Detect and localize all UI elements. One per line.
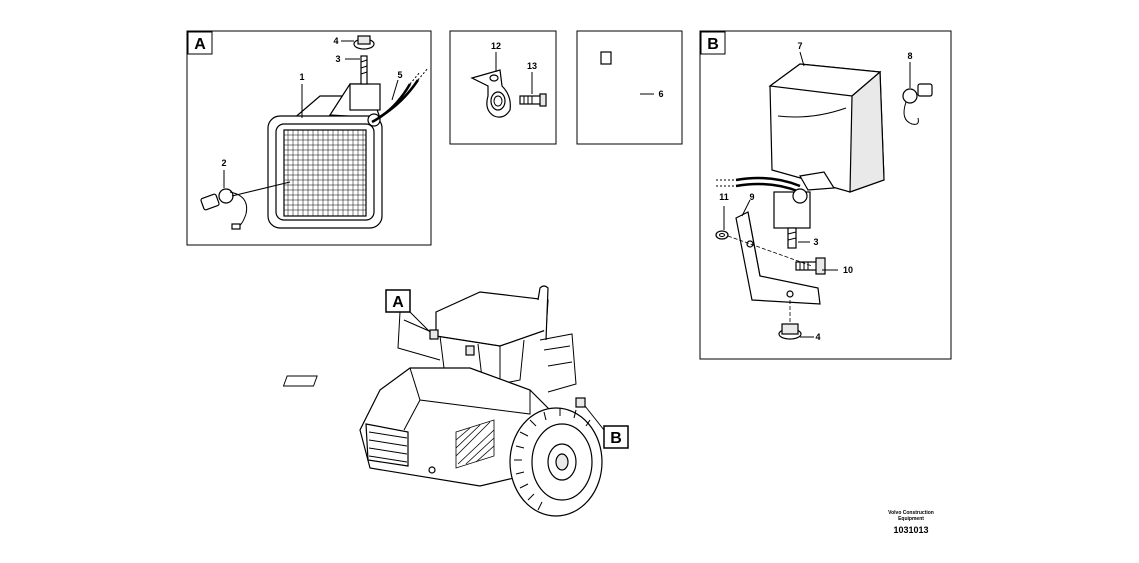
cable-a [371, 67, 429, 124]
machine-overview: A B [282, 285, 629, 517]
bolt-a [360, 55, 368, 85]
flange-nut-a [353, 35, 375, 50]
panel-a-frame [186, 30, 432, 246]
leader-9 [741, 199, 751, 217]
clamp-screw [519, 93, 547, 107]
machine-tag-a-box [385, 289, 411, 313]
panel-b-tag-box [700, 31, 726, 55]
lamp-marker-b [575, 397, 586, 408]
callout-12: 12 [491, 41, 501, 51]
cab-roof [435, 291, 549, 347]
callout-5: 5 [397, 70, 402, 80]
callout-3: 3 [335, 54, 340, 64]
detail-panel-clamp: 12 13 [449, 30, 557, 145]
callout-8: 8 [907, 51, 912, 61]
front-wheel [509, 407, 603, 517]
leader-tag-b [584, 405, 605, 431]
cable-tie [596, 51, 642, 127]
callout-1: 1 [299, 72, 304, 82]
panel-a-tag: A [194, 36, 206, 53]
bulb-a [200, 181, 291, 230]
panel-a-tag-box [187, 31, 213, 55]
panel-tie-frame [576, 30, 683, 145]
machine-tag-b: B [610, 430, 622, 447]
leader-tag-a [409, 311, 431, 333]
front-grille [365, 423, 409, 467]
brand-line-2: Equipment [898, 516, 924, 522]
panel-b-frame [699, 30, 952, 360]
washer-b [715, 230, 729, 240]
lamp-grille [283, 129, 367, 217]
leader-7 [799, 51, 805, 67]
callout-13: 13 [527, 61, 537, 71]
drawing-number: 1031013 [893, 525, 928, 535]
callout-3b: 3 [813, 237, 818, 247]
callout-10: 10 [843, 265, 853, 275]
panel-b-tag: B [707, 36, 719, 53]
detail-panel-cable-tie: 6 [576, 30, 683, 145]
callout-4: 4 [333, 36, 338, 46]
cable-b [716, 176, 801, 194]
callout-11: 11 [719, 192, 729, 202]
callout-7: 7 [797, 41, 802, 51]
cable-clamp [470, 69, 511, 118]
callout-9: 9 [749, 192, 754, 202]
callout-2: 2 [221, 158, 226, 168]
machine-tag-b-box [603, 425, 629, 449]
drawing-footer: Volvo Construction Equipment 1031013 [888, 510, 934, 535]
brand-line-1: Volvo Construction [888, 510, 934, 516]
side-vent [455, 419, 495, 469]
detail-panel-a: A [186, 30, 432, 246]
mounting-bracket [735, 211, 821, 305]
work-lamp-square [267, 83, 383, 229]
flange-nut-b [778, 323, 802, 340]
lamp-mount-b [773, 188, 811, 249]
axis-line-bolt [727, 235, 813, 267]
callout-6: 6 [658, 89, 663, 99]
callout-4b: 4 [815, 332, 820, 342]
work-lamp-b [768, 63, 885, 193]
detail-panel-b: B [699, 30, 952, 360]
bulb-b [902, 83, 933, 125]
flange-bolt-b [795, 257, 826, 275]
machine-tag-a: A [392, 294, 404, 311]
leader-5 [391, 79, 399, 101]
lamp-marker-a2 [465, 345, 475, 356]
panel-clamp-frame [449, 30, 557, 145]
lamp-marker-a [429, 329, 439, 340]
